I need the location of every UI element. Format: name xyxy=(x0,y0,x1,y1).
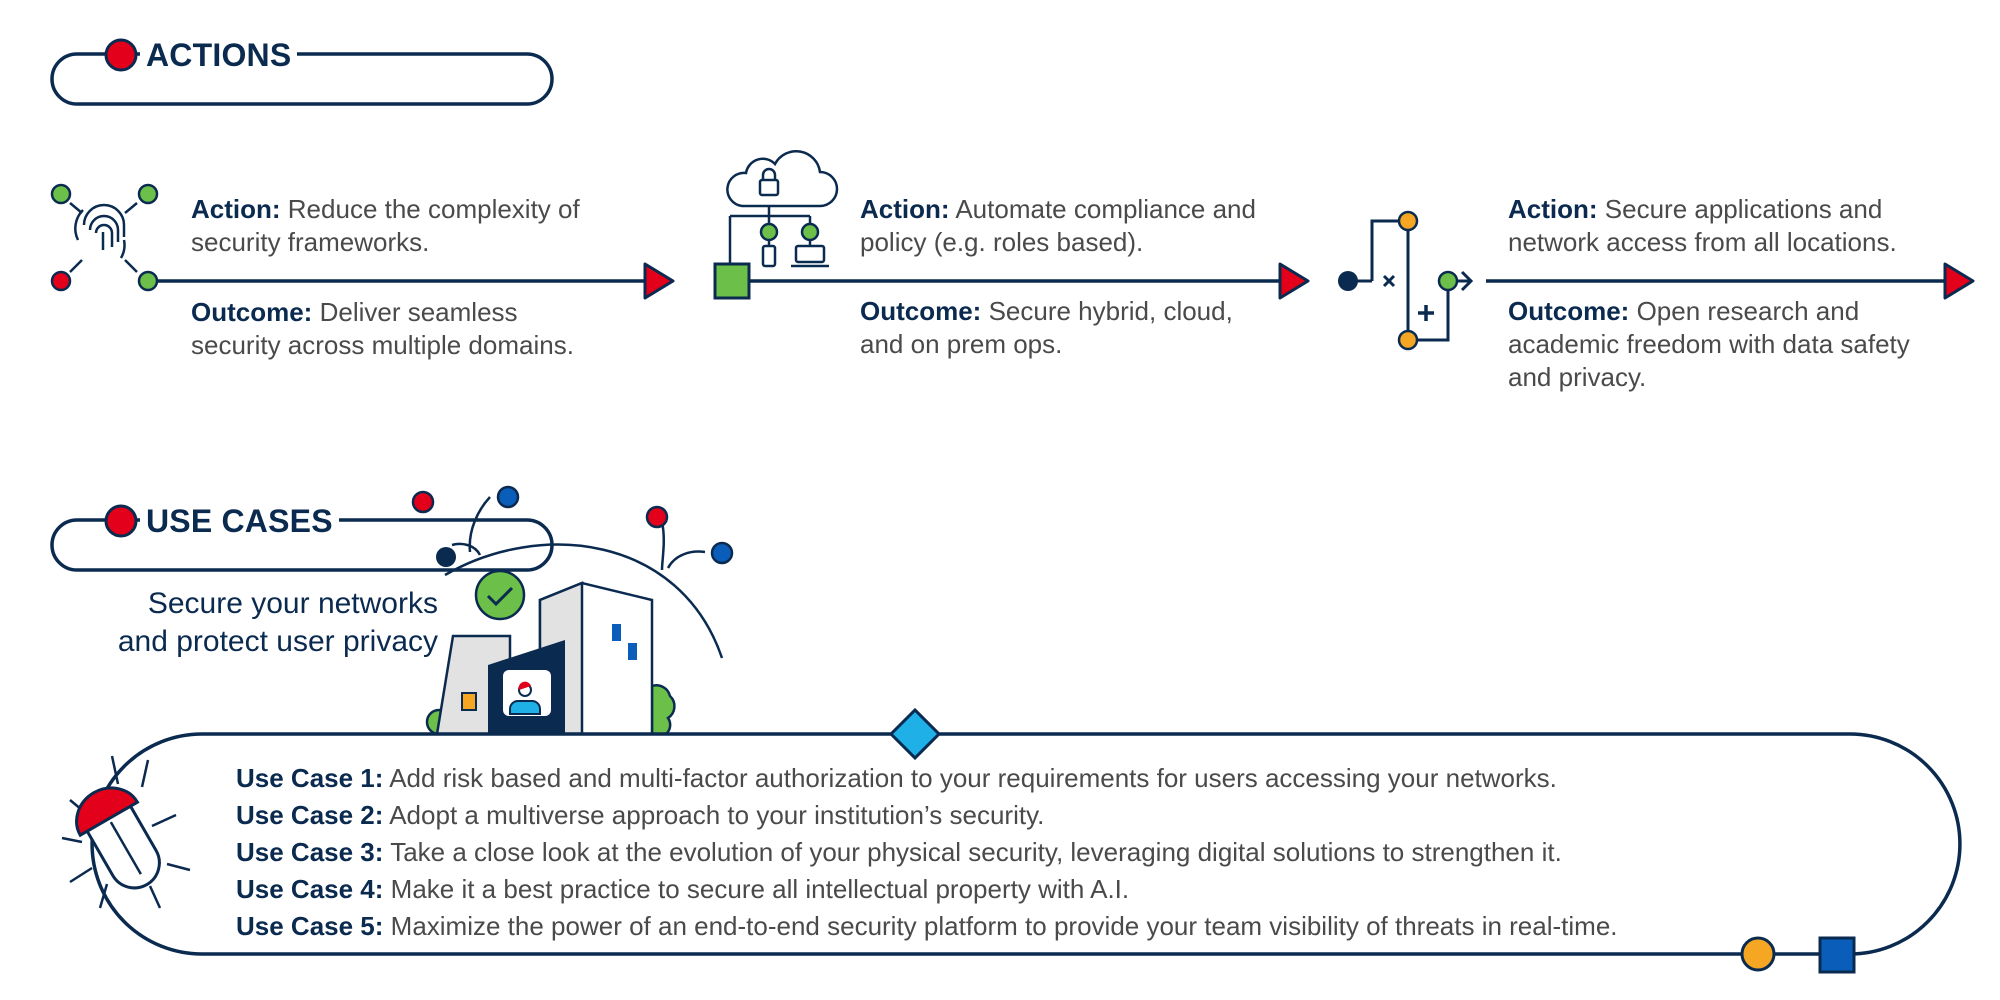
network-node-right xyxy=(800,222,820,242)
balloon-blue-left xyxy=(496,485,520,509)
action-1-arrow xyxy=(643,262,675,300)
action-2-text: Action: Automate compliance and policy (… xyxy=(860,193,1290,259)
verified-check-badge xyxy=(474,569,526,621)
use-case-label: Use Case 2: xyxy=(236,800,384,830)
action-3-text: Action: Secure applications and network … xyxy=(1508,193,1928,259)
outcome-2-description: Secure hybrid, cloud, and on prem ops. xyxy=(860,296,1233,359)
action-1-description: Reduce the complexity of security framew… xyxy=(191,194,580,257)
green-square-node xyxy=(713,262,751,300)
action-3-arrow xyxy=(1943,262,1975,300)
actions-heading: ACTIONS xyxy=(140,37,298,73)
outcome-3-description: Open research and academic freedom with … xyxy=(1508,296,1910,392)
balloon-navy xyxy=(436,547,456,567)
cyan-diamond-node xyxy=(888,707,942,761)
outcome-2-label: Outcome: xyxy=(860,296,982,326)
use-cases-heading: USE CASES xyxy=(140,503,339,539)
action-1-text: Action: Reduce the complexity of securit… xyxy=(191,193,581,259)
bug-body xyxy=(75,786,161,890)
use-case-item: Use Case 4: Make it a best practice to s… xyxy=(236,871,1776,908)
use-case-item: Use Case 3: Take a close look at the evo… xyxy=(236,834,1776,871)
bush-right xyxy=(650,684,676,736)
routing-node-end xyxy=(1437,270,1459,292)
sprout-left xyxy=(468,496,491,553)
use-case-label: Use Case 3: xyxy=(236,837,384,867)
action-2-description: Automate compliance and policy (e.g. rol… xyxy=(860,194,1256,257)
outcome-3-text: Outcome: Open research and academic free… xyxy=(1508,295,1938,394)
outcome-1-label: Outcome: xyxy=(191,297,313,327)
fingerprint-node-br xyxy=(137,270,159,292)
sky-arc xyxy=(444,543,724,659)
use-case-text: Adopt a multiverse approach to your inst… xyxy=(389,800,1045,830)
fingerprint-node-tr xyxy=(137,183,159,205)
use-case-label: Use Case 4: xyxy=(236,874,384,904)
tagline-line-1: Secure your networks xyxy=(147,587,438,620)
use-case-text: Take a close look at the evolution of yo… xyxy=(390,837,1562,867)
sprout-right xyxy=(660,521,666,571)
network-node-left xyxy=(759,222,779,242)
routing-node-top xyxy=(1397,210,1419,232)
routing-node-bottom xyxy=(1397,329,1419,351)
outcome-3-label: Outcome: xyxy=(1508,296,1630,326)
action-3-description: Secure applications and network access f… xyxy=(1508,194,1897,257)
use-case-list: Use Case 1: Add risk based and multi-fac… xyxy=(236,760,1776,945)
use-case-text: Maximize the power of an end-to-end secu… xyxy=(390,911,1618,941)
tagline-line-2: and protect user privacy xyxy=(117,625,438,658)
balloon-red-right xyxy=(645,505,669,529)
use-cases-red-dot xyxy=(104,504,138,538)
use-case-text: Add risk based and multi-factor authoriz… xyxy=(389,763,1557,793)
blue-square-node xyxy=(1818,936,1856,974)
outcome-2-text: Outcome: Secure hybrid, cloud, and on pr… xyxy=(860,295,1270,361)
actions-pill-frame xyxy=(50,52,554,106)
orange-node xyxy=(1740,936,1776,972)
action-1-label: Action: xyxy=(191,194,281,224)
campus-building-illustration xyxy=(411,485,734,736)
network-routing-icon xyxy=(1348,219,1474,342)
use-case-item: Use Case 2: Adopt a multiverse approach … xyxy=(236,797,1776,834)
use-case-label: Use Case 5: xyxy=(236,911,384,941)
action-2-label: Action: xyxy=(860,194,950,224)
actions-red-dot xyxy=(104,38,138,72)
window-blue-1 xyxy=(612,624,621,641)
routing-node-start xyxy=(1338,271,1358,291)
use-case-item: Use Case 5: Maximize the power of an end… xyxy=(236,908,1776,945)
checkmark-icon xyxy=(486,586,514,607)
use-case-item: Use Case 1: Add risk based and multi-fac… xyxy=(236,760,1776,797)
action-2-arrow xyxy=(1278,262,1310,300)
fingerprint-node-bl xyxy=(50,270,72,292)
use-case-label: Use Case 1: xyxy=(236,763,384,793)
use-case-text: Make it a best practice to secure all in… xyxy=(390,874,1130,904)
fingerprint-node-tl xyxy=(50,183,72,205)
cloud-lock-network-icon xyxy=(726,150,839,268)
window-orange xyxy=(461,692,477,711)
monitor-user-body xyxy=(509,700,541,715)
fingerprint-icon xyxy=(69,202,138,273)
action-3-label: Action: xyxy=(1508,194,1598,224)
window-blue-2 xyxy=(628,643,637,660)
balloon-blue-right xyxy=(710,541,734,565)
outcome-1-text: Outcome: Deliver seamless security acros… xyxy=(191,296,611,362)
use-cases-tagline: Secure your networks and protect user pr… xyxy=(60,585,438,661)
balloon-red-left xyxy=(411,490,435,514)
outcome-1-description: Deliver seamless security across multipl… xyxy=(191,297,574,360)
